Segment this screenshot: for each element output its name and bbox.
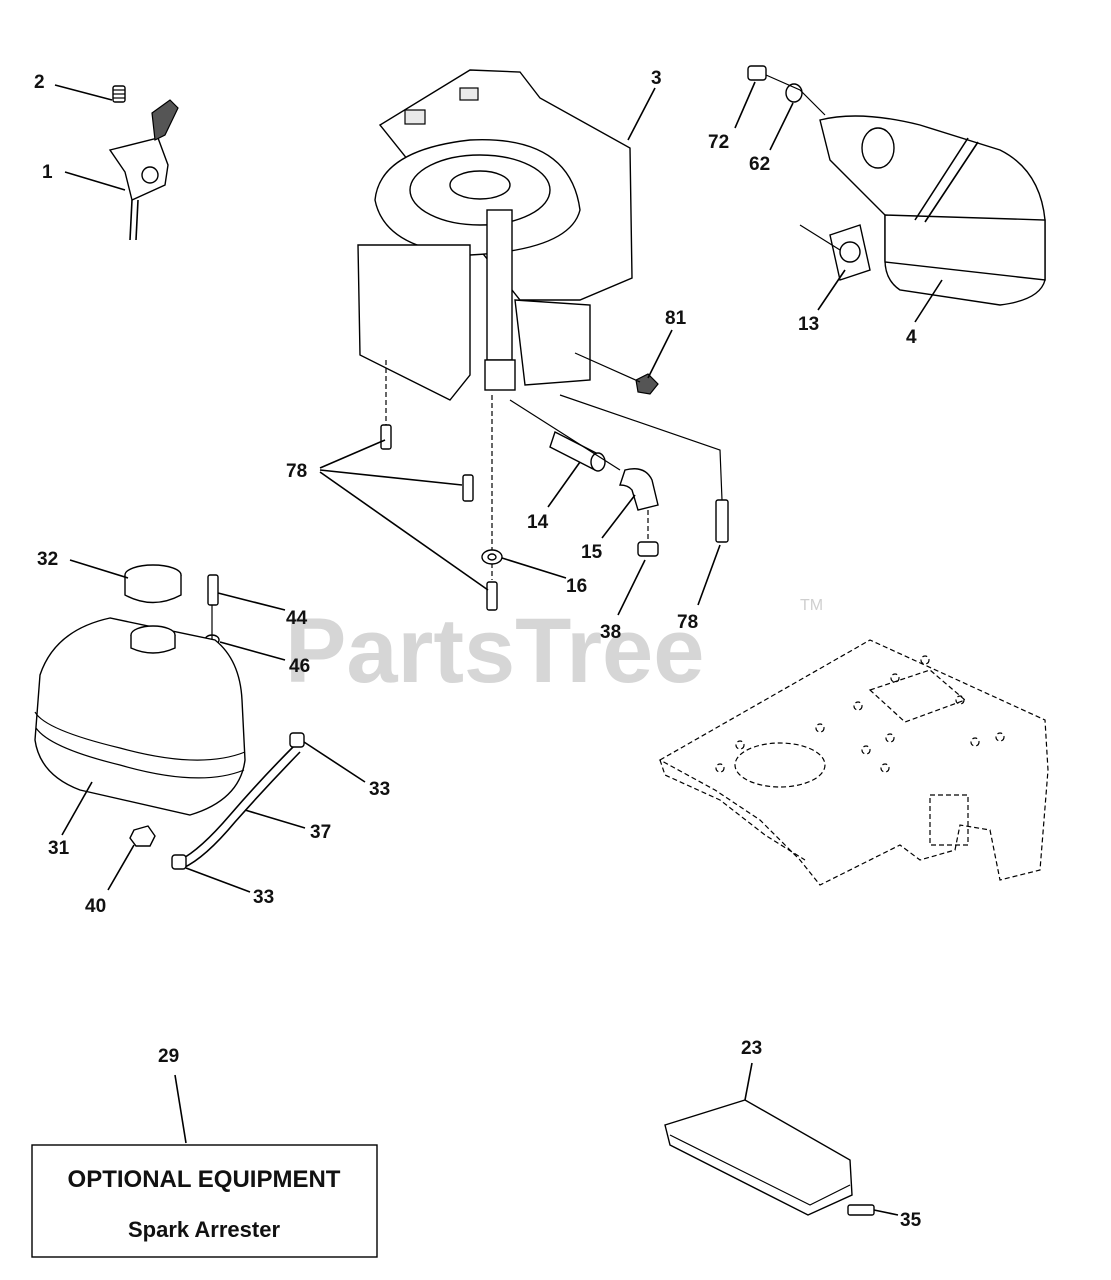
label-14: 14 [527, 512, 549, 533]
label-31: 31 [48, 838, 70, 859]
label-81: 81 [665, 308, 687, 329]
label-15: 15 [581, 542, 603, 563]
label-4: 4 [906, 327, 917, 348]
part-15-elbow [619, 468, 659, 511]
watermark-tm: TM [800, 597, 823, 614]
label-2: 2 [34, 72, 45, 93]
part-31-fuel-tank [34, 617, 246, 816]
label-23: 23 [741, 1038, 762, 1059]
watermark-text: PartsTree [285, 600, 704, 702]
frame-dashed [658, 639, 1049, 886]
part-81-nut [635, 373, 659, 395]
leader-lines [54, 81, 943, 1216]
part-14-fitting [549, 431, 606, 472]
part-40-grommet [129, 825, 156, 847]
optional-equipment-box [31, 1144, 378, 1258]
part-44-screw [207, 574, 219, 606]
label-13: 13 [798, 314, 819, 335]
label-35: 35 [900, 1210, 922, 1231]
part-78-bolt-b [462, 474, 474, 502]
label-16: 16 [566, 576, 587, 597]
part-3-engine [357, 69, 633, 401]
label-29: 29 [158, 1046, 179, 1067]
label-32: 32 [37, 549, 58, 570]
optional-equipment-title: OPTIONAL EQUIPMENT [68, 1166, 341, 1193]
label-72: 72 [708, 132, 729, 153]
label-33-upper: 33 [369, 779, 390, 800]
label-40: 40 [85, 896, 106, 917]
label-38: 38 [600, 622, 621, 643]
label-78-left: 78 [286, 461, 307, 482]
part-33-clamp-upper [289, 732, 305, 748]
part-78-bolt-d [559, 394, 729, 543]
part-37-fuel-line [179, 744, 301, 869]
label-62: 62 [749, 154, 770, 175]
part-33-clamp-lower [171, 854, 187, 870]
part-38-clamp [637, 510, 659, 557]
part-72-bolt [747, 65, 767, 81]
part-4-muffler [819, 115, 1046, 306]
part-78-bolt-c [486, 581, 498, 611]
label-1: 1 [42, 162, 53, 183]
label-46: 46 [289, 656, 310, 677]
part-labels: 2 1 3 72 62 13 4 81 78 14 15 16 38 78 32… [34, 68, 922, 1231]
part-32-fuel-cap [124, 564, 182, 604]
label-33-lower: 33 [253, 887, 274, 908]
part-1-throttle-control [108, 99, 179, 241]
label-44: 44 [286, 608, 308, 629]
part-78-bolt-a [380, 360, 392, 450]
label-3: 3 [651, 68, 662, 89]
part-13-gasket [829, 224, 871, 281]
part-16-washer [481, 549, 503, 565]
part-35-screw [847, 1204, 875, 1216]
part-2-screw [112, 85, 126, 103]
label-37: 37 [310, 822, 331, 843]
label-78-right: 78 [677, 612, 698, 633]
part-23-spark-arrester [664, 1099, 853, 1216]
optional-equipment-subtitle: Spark Arrester [128, 1217, 280, 1242]
